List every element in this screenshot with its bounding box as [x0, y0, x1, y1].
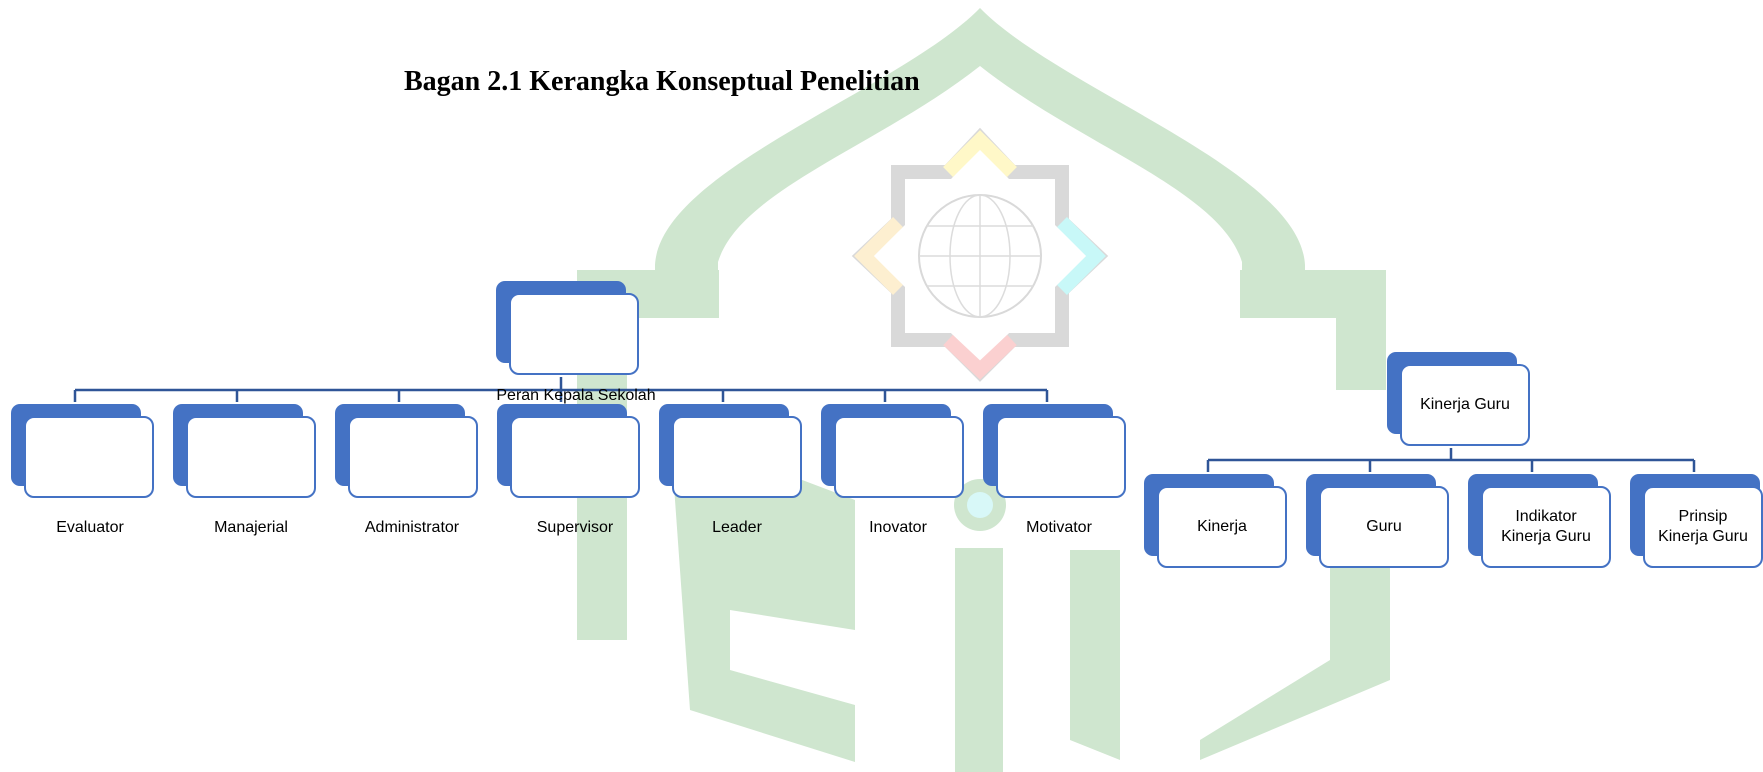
administrator-box	[348, 416, 478, 498]
left-root-box	[509, 293, 639, 375]
watermark-star-emblem	[851, 127, 1109, 531]
left-root-label: Peran Kepala Sekolah	[496, 387, 656, 404]
kinerja-box: Kinerja	[1157, 486, 1287, 568]
administrator-label: Administrator	[364, 519, 460, 536]
prinsip-kinerja-guru-box: Prinsip Kinerja Guru	[1643, 486, 1763, 568]
page-title: Bagan 2.1 Kerangka Konseptual Penelitian	[404, 66, 920, 97]
inovator-box	[834, 416, 964, 498]
leader-label: Leader	[712, 519, 762, 536]
inovator-label: Inovator	[869, 519, 927, 536]
supervisor-label: Supervisor	[536, 519, 614, 536]
motivator-label: Motivator	[1026, 519, 1092, 536]
leader-box	[672, 416, 802, 498]
manajerial-label: Manajerial	[214, 519, 288, 536]
evaluator-label: Evaluator	[56, 519, 124, 536]
right-root-box: Kinerja Guru	[1400, 364, 1530, 446]
manajerial-box	[186, 416, 316, 498]
indikator-kinerja-guru-box: Indikator Kinerja Guru	[1481, 486, 1611, 568]
motivator-box	[996, 416, 1126, 498]
supervisor-box	[510, 416, 640, 498]
evaluator-box	[24, 416, 154, 498]
guru-box: Guru	[1319, 486, 1449, 568]
